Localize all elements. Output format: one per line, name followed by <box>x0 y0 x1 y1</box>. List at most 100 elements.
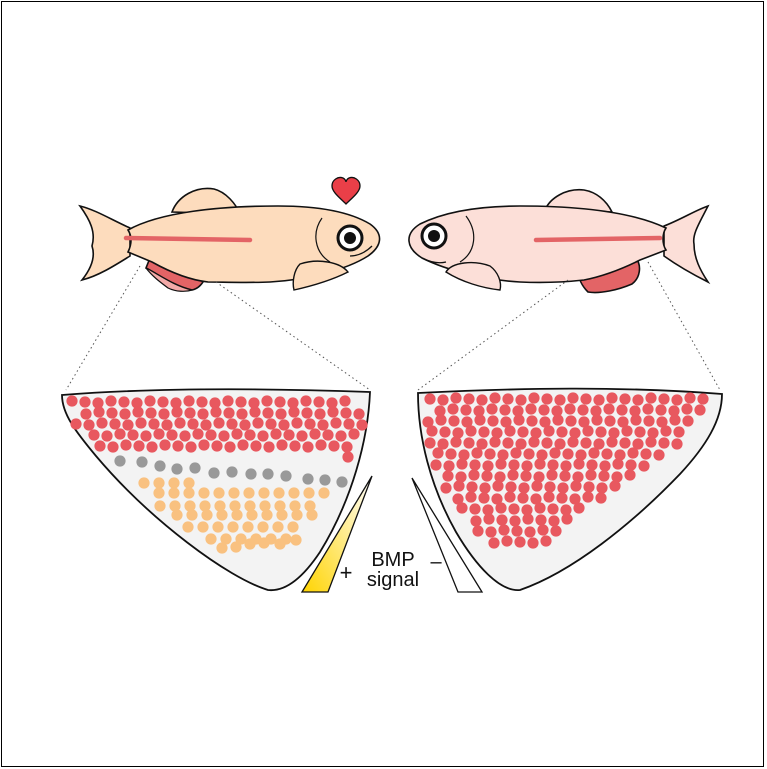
cell-red <box>528 436 539 447</box>
cell-red <box>557 482 568 493</box>
cell-red <box>470 515 481 526</box>
cell-red <box>625 459 636 470</box>
cell-red <box>585 469 596 480</box>
cell-red <box>223 407 234 418</box>
cell-red <box>504 425 515 436</box>
cell-orange <box>261 509 272 520</box>
cell-red <box>296 430 307 441</box>
cell-red <box>302 441 313 452</box>
cell-red <box>66 395 77 406</box>
cell-red <box>341 441 352 452</box>
cell-red <box>304 418 315 429</box>
cell-red <box>83 419 94 430</box>
cell-red <box>105 395 116 406</box>
cell-red <box>343 418 354 429</box>
cell-red <box>612 458 623 469</box>
cell-red <box>478 426 489 437</box>
cell-red <box>547 459 558 470</box>
cell-red <box>634 426 645 437</box>
cell-orange <box>183 487 194 498</box>
cell-red <box>554 394 565 405</box>
cell-red <box>101 430 112 441</box>
cell-red <box>278 419 289 430</box>
right-fish-tail-fin <box>664 206 708 282</box>
cell-red <box>586 459 597 470</box>
cell-red <box>314 408 325 419</box>
cell-red <box>184 407 195 418</box>
cell-red <box>577 404 588 415</box>
cell-red <box>443 460 454 471</box>
cell-red <box>573 502 584 513</box>
cell-red <box>148 418 159 429</box>
cell-red <box>543 425 554 436</box>
cell-red <box>504 491 515 502</box>
cell-red <box>488 537 499 548</box>
cell-orange <box>198 487 209 498</box>
cell-red <box>153 428 164 439</box>
cell-red <box>630 414 641 425</box>
cell-red <box>158 408 169 419</box>
cell-red <box>210 406 221 417</box>
cell-orange <box>244 538 255 549</box>
left-fish-tail-fin <box>80 206 130 280</box>
cell-red <box>309 428 320 439</box>
cell-red <box>547 503 558 514</box>
cell-red <box>435 414 446 425</box>
left-fish-pupil <box>344 232 356 244</box>
cell-red <box>466 481 477 492</box>
cell-red <box>145 407 156 418</box>
cell-red <box>655 404 666 415</box>
cell-red <box>185 441 196 452</box>
cell-red <box>487 415 498 426</box>
cell-grey <box>226 466 237 477</box>
cell-red <box>463 437 474 448</box>
cell-red <box>211 440 222 451</box>
cell-red <box>107 441 118 452</box>
cell-orange <box>246 509 257 520</box>
cell-red <box>619 393 630 404</box>
cell-orange <box>318 487 329 498</box>
cell-red <box>502 393 513 404</box>
cell-orange <box>243 487 254 498</box>
cell-red <box>522 513 533 524</box>
cell-red <box>556 492 567 503</box>
cell-red <box>562 448 573 459</box>
cell-grey <box>262 468 273 479</box>
cell-red <box>588 447 599 458</box>
cell-red <box>606 392 617 403</box>
left-fish-pectoral-fin <box>293 261 348 290</box>
cell-red <box>582 425 593 436</box>
cell-red <box>348 428 359 439</box>
cell-red <box>495 502 506 513</box>
cell-red <box>531 480 542 491</box>
cell-red <box>235 396 246 407</box>
cell-red <box>118 396 129 407</box>
cell-orange <box>242 521 253 532</box>
cell-orange <box>216 542 227 553</box>
cell-red <box>537 524 548 535</box>
cell-orange <box>182 521 193 532</box>
cell-red <box>538 404 549 415</box>
cell-red <box>517 492 528 503</box>
minus-label: – <box>430 551 442 573</box>
cell-red <box>179 430 190 441</box>
cell-red <box>492 480 503 491</box>
cell-red <box>205 429 216 440</box>
cell-red <box>340 407 351 418</box>
cell-red <box>174 417 185 428</box>
cell-red <box>122 419 133 430</box>
cell-red <box>520 470 531 481</box>
cell-orange <box>273 487 284 498</box>
cell-red <box>534 458 545 469</box>
cell-orange <box>201 509 212 520</box>
cell-orange <box>153 487 164 498</box>
cell-red <box>540 535 551 546</box>
plus-label: + <box>340 560 353 585</box>
cell-red <box>541 393 552 404</box>
cell-orange <box>228 487 239 498</box>
cell-red <box>456 458 467 469</box>
cell-red <box>327 406 338 417</box>
cell-red <box>596 482 607 493</box>
cell-red <box>485 526 496 537</box>
